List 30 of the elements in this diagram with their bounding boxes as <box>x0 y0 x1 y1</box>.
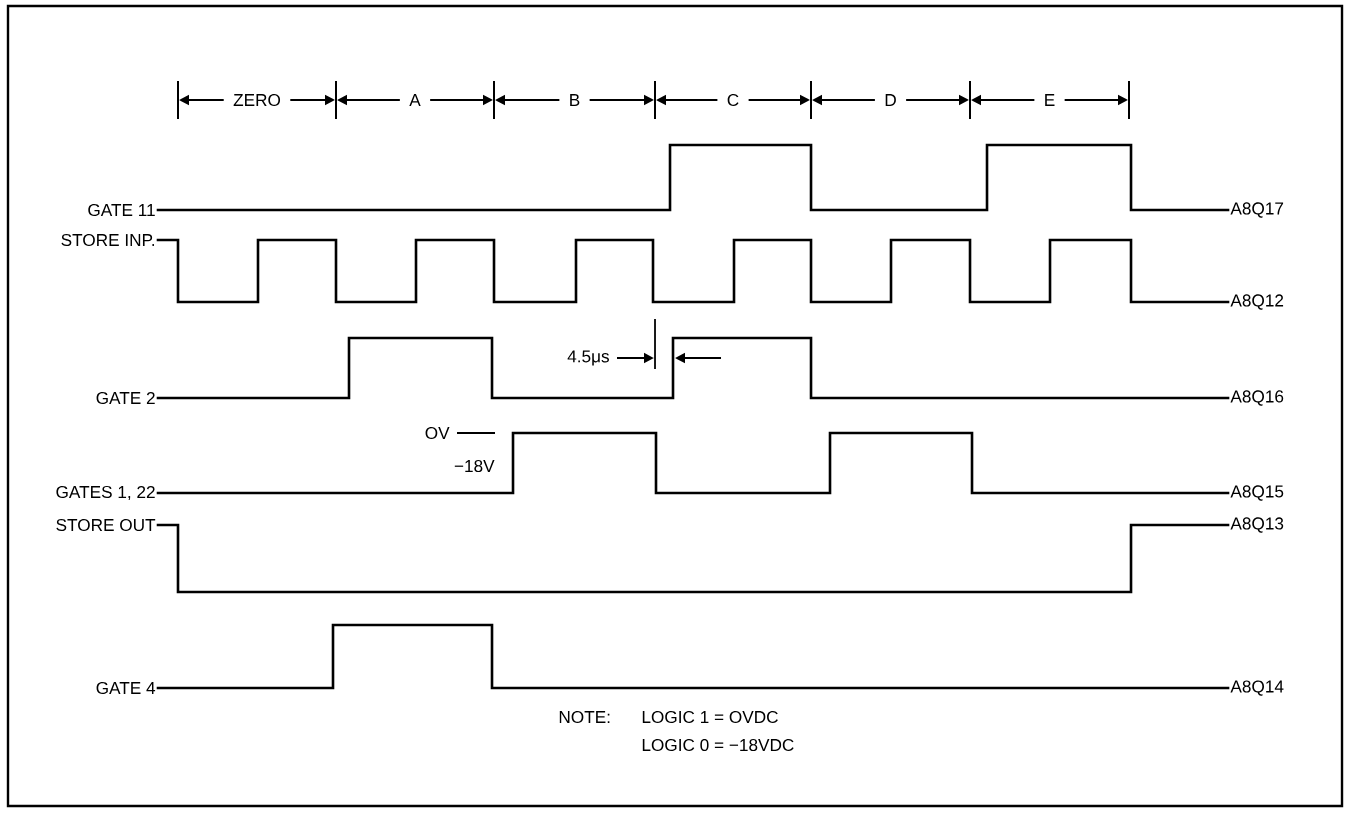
dimension-label: 4.5μs <box>567 350 609 366</box>
pin-label: A8Q17 <box>1230 202 1284 218</box>
signal-label: STORE OUT <box>56 518 156 532</box>
signal-label: GATE 2 <box>96 391 155 405</box>
note-label: NOTE: <box>559 710 610 724</box>
pin-label: A8Q13 <box>1230 517 1284 533</box>
interval-label: C <box>727 93 739 107</box>
note-text: LOGIC 0 = −18VDC <box>642 738 794 752</box>
interval-label: E <box>1045 94 1055 106</box>
voltage-label: OV <box>425 426 450 440</box>
waveform <box>156 523 1230 594</box>
waveform <box>156 238 1230 304</box>
note-text: LOGIC 1 = OVDC <box>642 710 778 724</box>
waveform <box>156 336 1230 400</box>
pin-label: A8Q16 <box>1230 390 1284 406</box>
pin-label: A8Q14 <box>1230 680 1284 696</box>
interval-label: ZERO <box>233 93 281 107</box>
voltage-label: −18V <box>454 459 495 473</box>
signal-label: STORE INP. <box>61 233 155 247</box>
interval-label: D <box>885 94 896 106</box>
pin-label: A8Q12 <box>1230 294 1284 310</box>
waveform <box>156 143 1230 212</box>
pin-label: A8Q15 <box>1230 485 1284 501</box>
signal-label: GATES 1, 22 <box>56 485 155 501</box>
interval-label: A <box>409 94 421 106</box>
waveform <box>156 623 1230 690</box>
signal-label: GATE 4 <box>96 681 156 695</box>
signal-label: GATE 11 <box>88 203 155 217</box>
waveform <box>156 431 1230 495</box>
interval-label: B <box>570 94 580 106</box>
